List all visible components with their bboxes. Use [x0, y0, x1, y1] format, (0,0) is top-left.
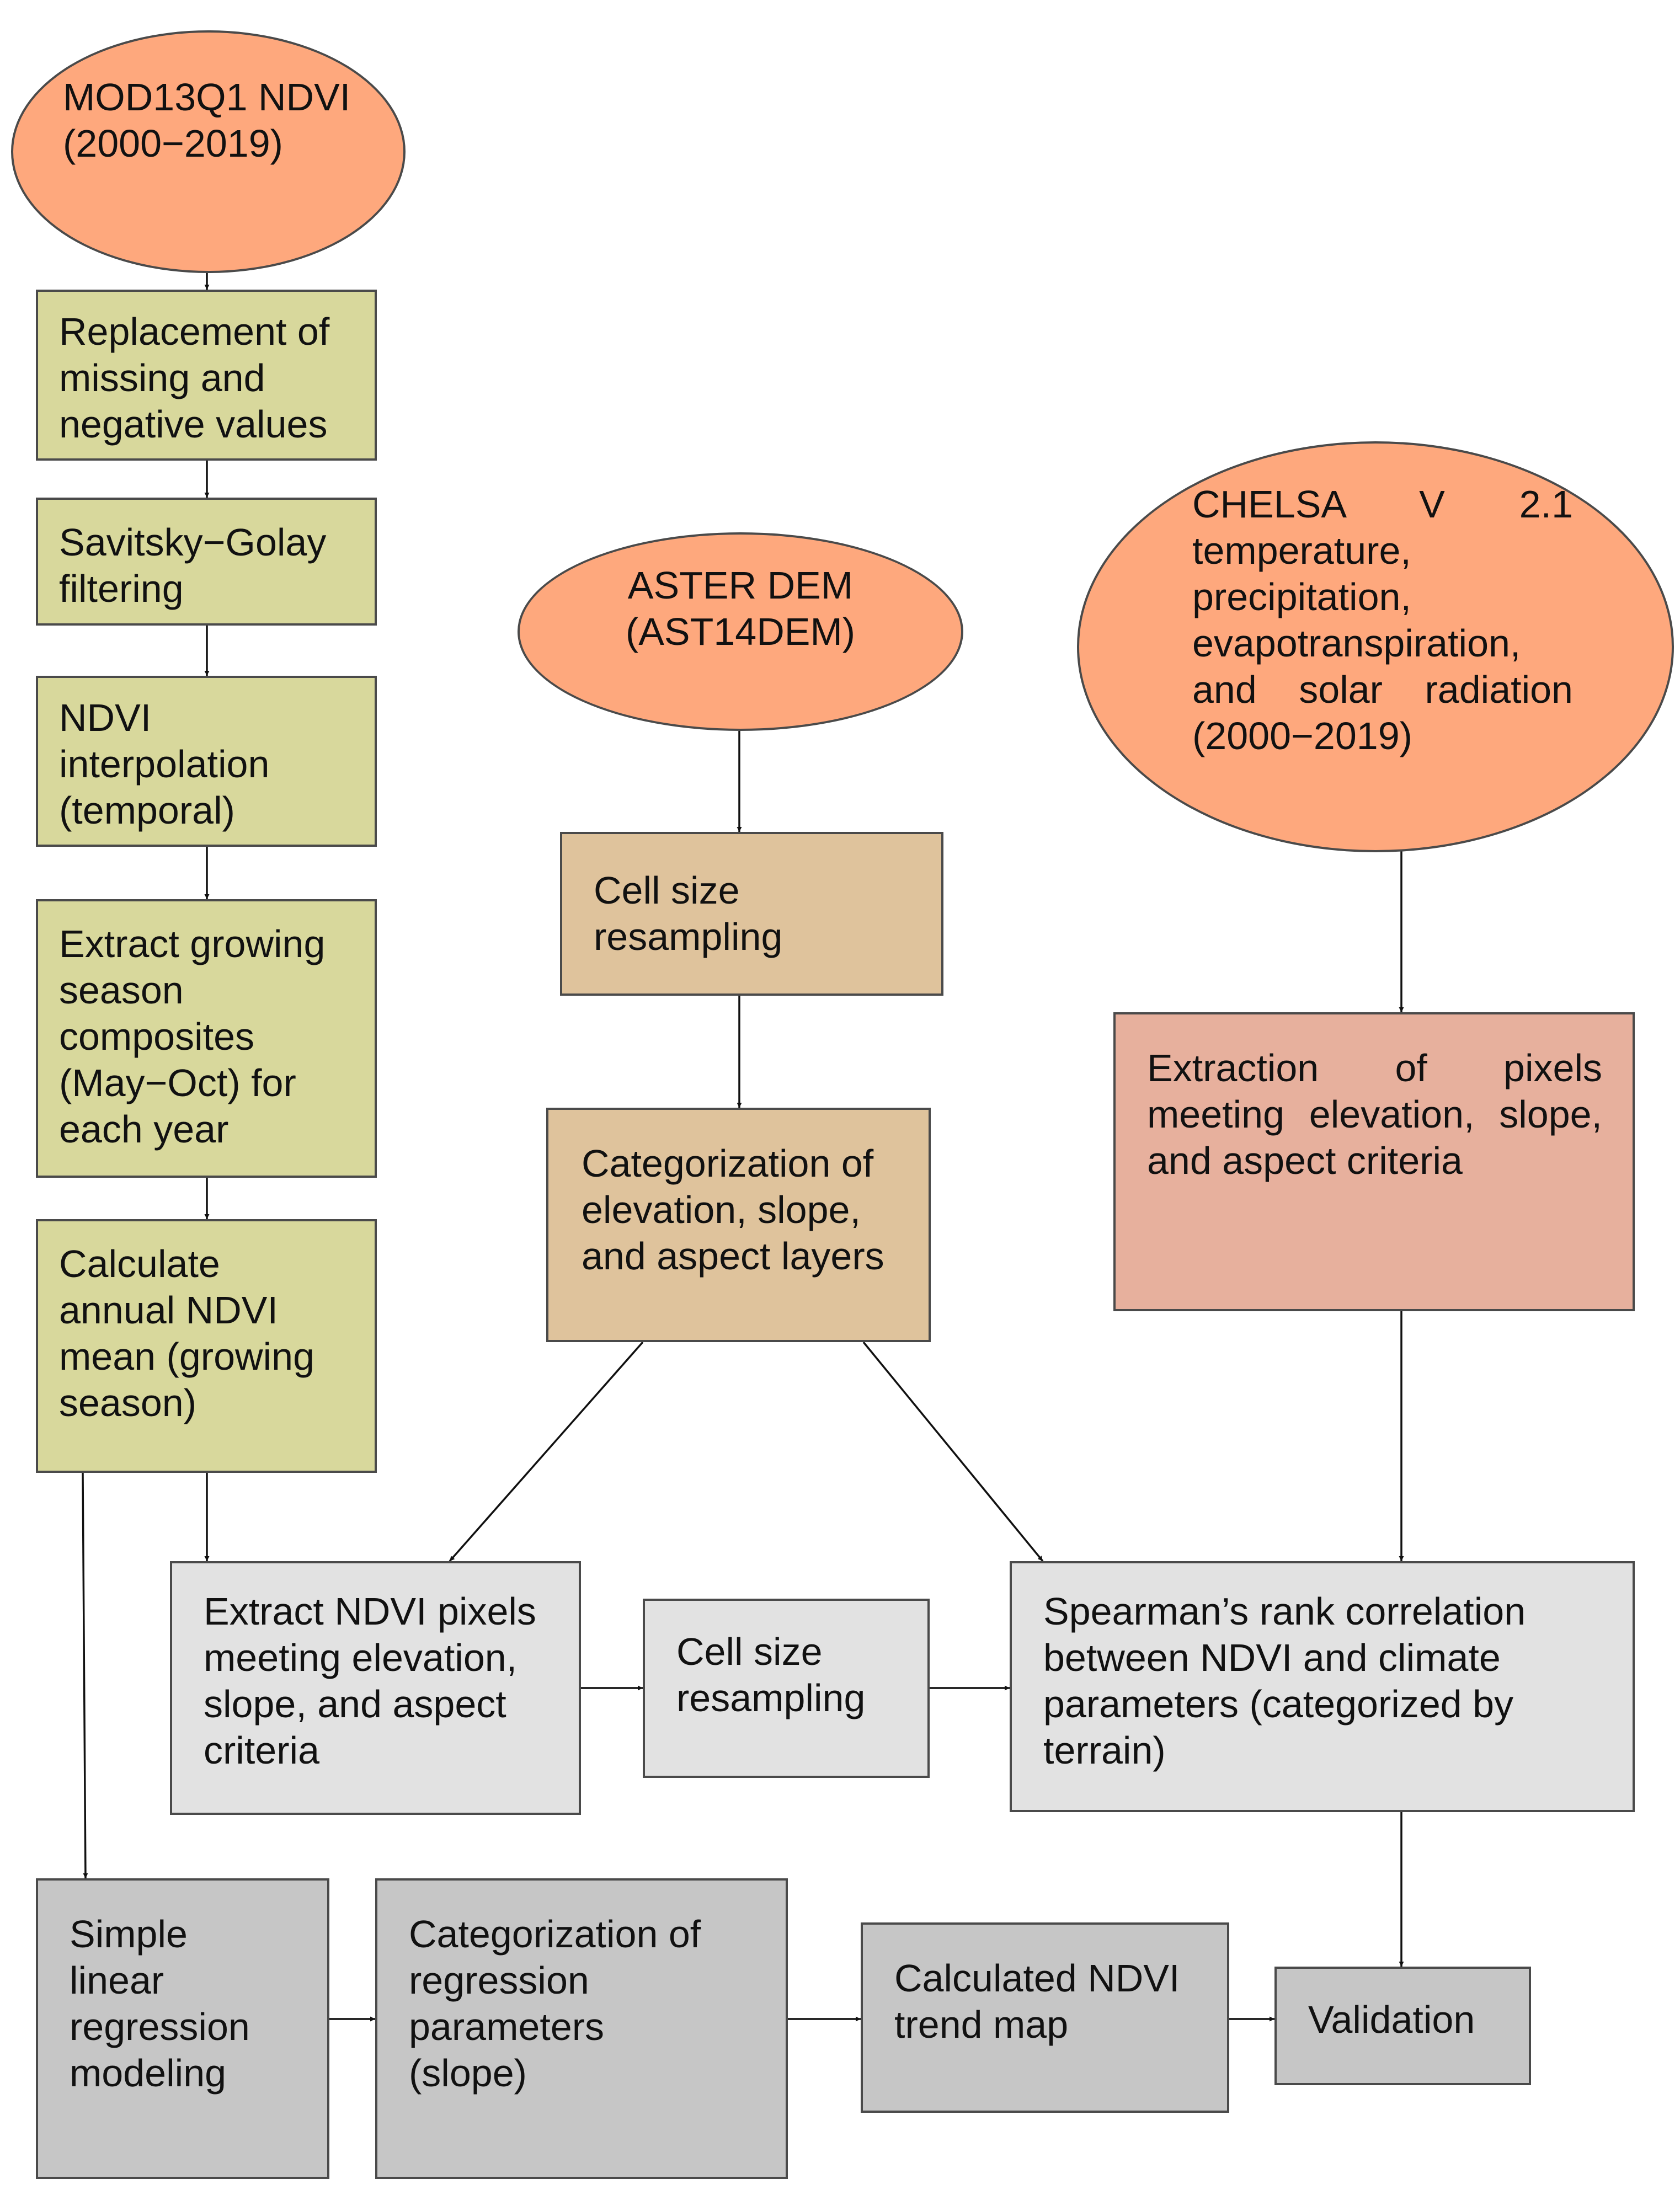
categorization-regression-step: Categorization of regression parameters … — [375, 1878, 788, 2179]
categorization-terrain-label: Categorization of elevation, slope, and … — [582, 1142, 884, 1278]
cell-size-resampling-terrain-label: Cell size resampling — [594, 869, 783, 958]
ndvi-trend-map-step: Calculated NDVI trend map — [861, 1922, 1229, 2113]
cell-size-resampling-ndvi-label: Cell size resampling — [676, 1630, 866, 1719]
aster-dem-source: ASTER DEM (AST14DEM) — [518, 532, 963, 731]
extract-growing-season-label: Extract growing season composites (May−O… — [59, 922, 326, 1151]
edge-categorization-to-spearman — [862, 1341, 1044, 1562]
mod13q1-ndvi-label: MOD13Q1 NDVI (2000−2019) — [63, 76, 351, 165]
extraction-pixels-label: Extraction of pixels meeting elevation, … — [1147, 1046, 1602, 1182]
extract-growing-season-step: Extract growing season composites (May−O… — [36, 899, 377, 1178]
linear-regression-label: Simple linear regression modeling — [70, 1913, 250, 2095]
validation-label: Validation — [1308, 1998, 1475, 2041]
spearman-correlation-step: Spearman’s rank correlation between NDVI… — [1010, 1561, 1635, 1812]
validation-step: Validation — [1274, 1967, 1531, 2085]
extraction-pixels-step: Extraction of pixels meeting elevation, … — [1113, 1012, 1635, 1311]
cell-size-resampling-terrain-step: Cell size resampling — [560, 832, 943, 996]
extract-ndvi-pixels-label: Extract NDVI pixels meeting elevation, s… — [204, 1590, 536, 1772]
replacement-step: Replacement of missing and negative valu… — [36, 290, 377, 461]
ndvi-interpolation-step: NDVI interpolation (temporal) — [36, 676, 377, 847]
edge-categorization-to-extract-ndvi — [449, 1341, 644, 1562]
savitsky-golay-step: Savitsky−Golay filtering — [36, 498, 377, 626]
categorization-regression-label: Categorization of regression parameters … — [409, 1913, 701, 2095]
chelsa-climate-label: CHELSA V 2.1 temperature, precipitation,… — [1192, 483, 1573, 757]
linear-regression-step: Simple linear regression modeling — [36, 1878, 329, 2179]
categorization-terrain-step: Categorization of elevation, slope, and … — [546, 1108, 931, 1342]
aster-dem-label: ASTER DEM (AST14DEM) — [625, 564, 856, 653]
replacement-label: Replacement of missing and negative valu… — [59, 310, 330, 446]
calculate-annual-ndvi-label: Calculate annual NDVI mean (growing seas… — [59, 1242, 314, 1424]
cell-size-resampling-ndvi-step: Cell size resampling — [643, 1599, 930, 1778]
calculate-annual-ndvi-step: Calculate annual NDVI mean (growing seas… — [36, 1219, 377, 1473]
ndvi-trend-map-label: Calculated NDVI trend map — [894, 1957, 1180, 2046]
ndvi-interpolation-label: NDVI interpolation (temporal) — [59, 696, 270, 832]
spearman-correlation-label: Spearman’s rank correlation between NDVI… — [1043, 1590, 1526, 1772]
chelsa-climate-source: CHELSA V 2.1 temperature, precipitation,… — [1077, 441, 1674, 852]
savitsky-golay-label: Savitsky−Golay filtering — [59, 521, 327, 610]
mod13q1-ndvi-source: MOD13Q1 NDVI (2000−2019) — [11, 30, 406, 273]
extract-ndvi-pixels-step: Extract NDVI pixels meeting elevation, s… — [170, 1561, 581, 1815]
edge-annual-to-regression — [82, 1472, 88, 1879]
